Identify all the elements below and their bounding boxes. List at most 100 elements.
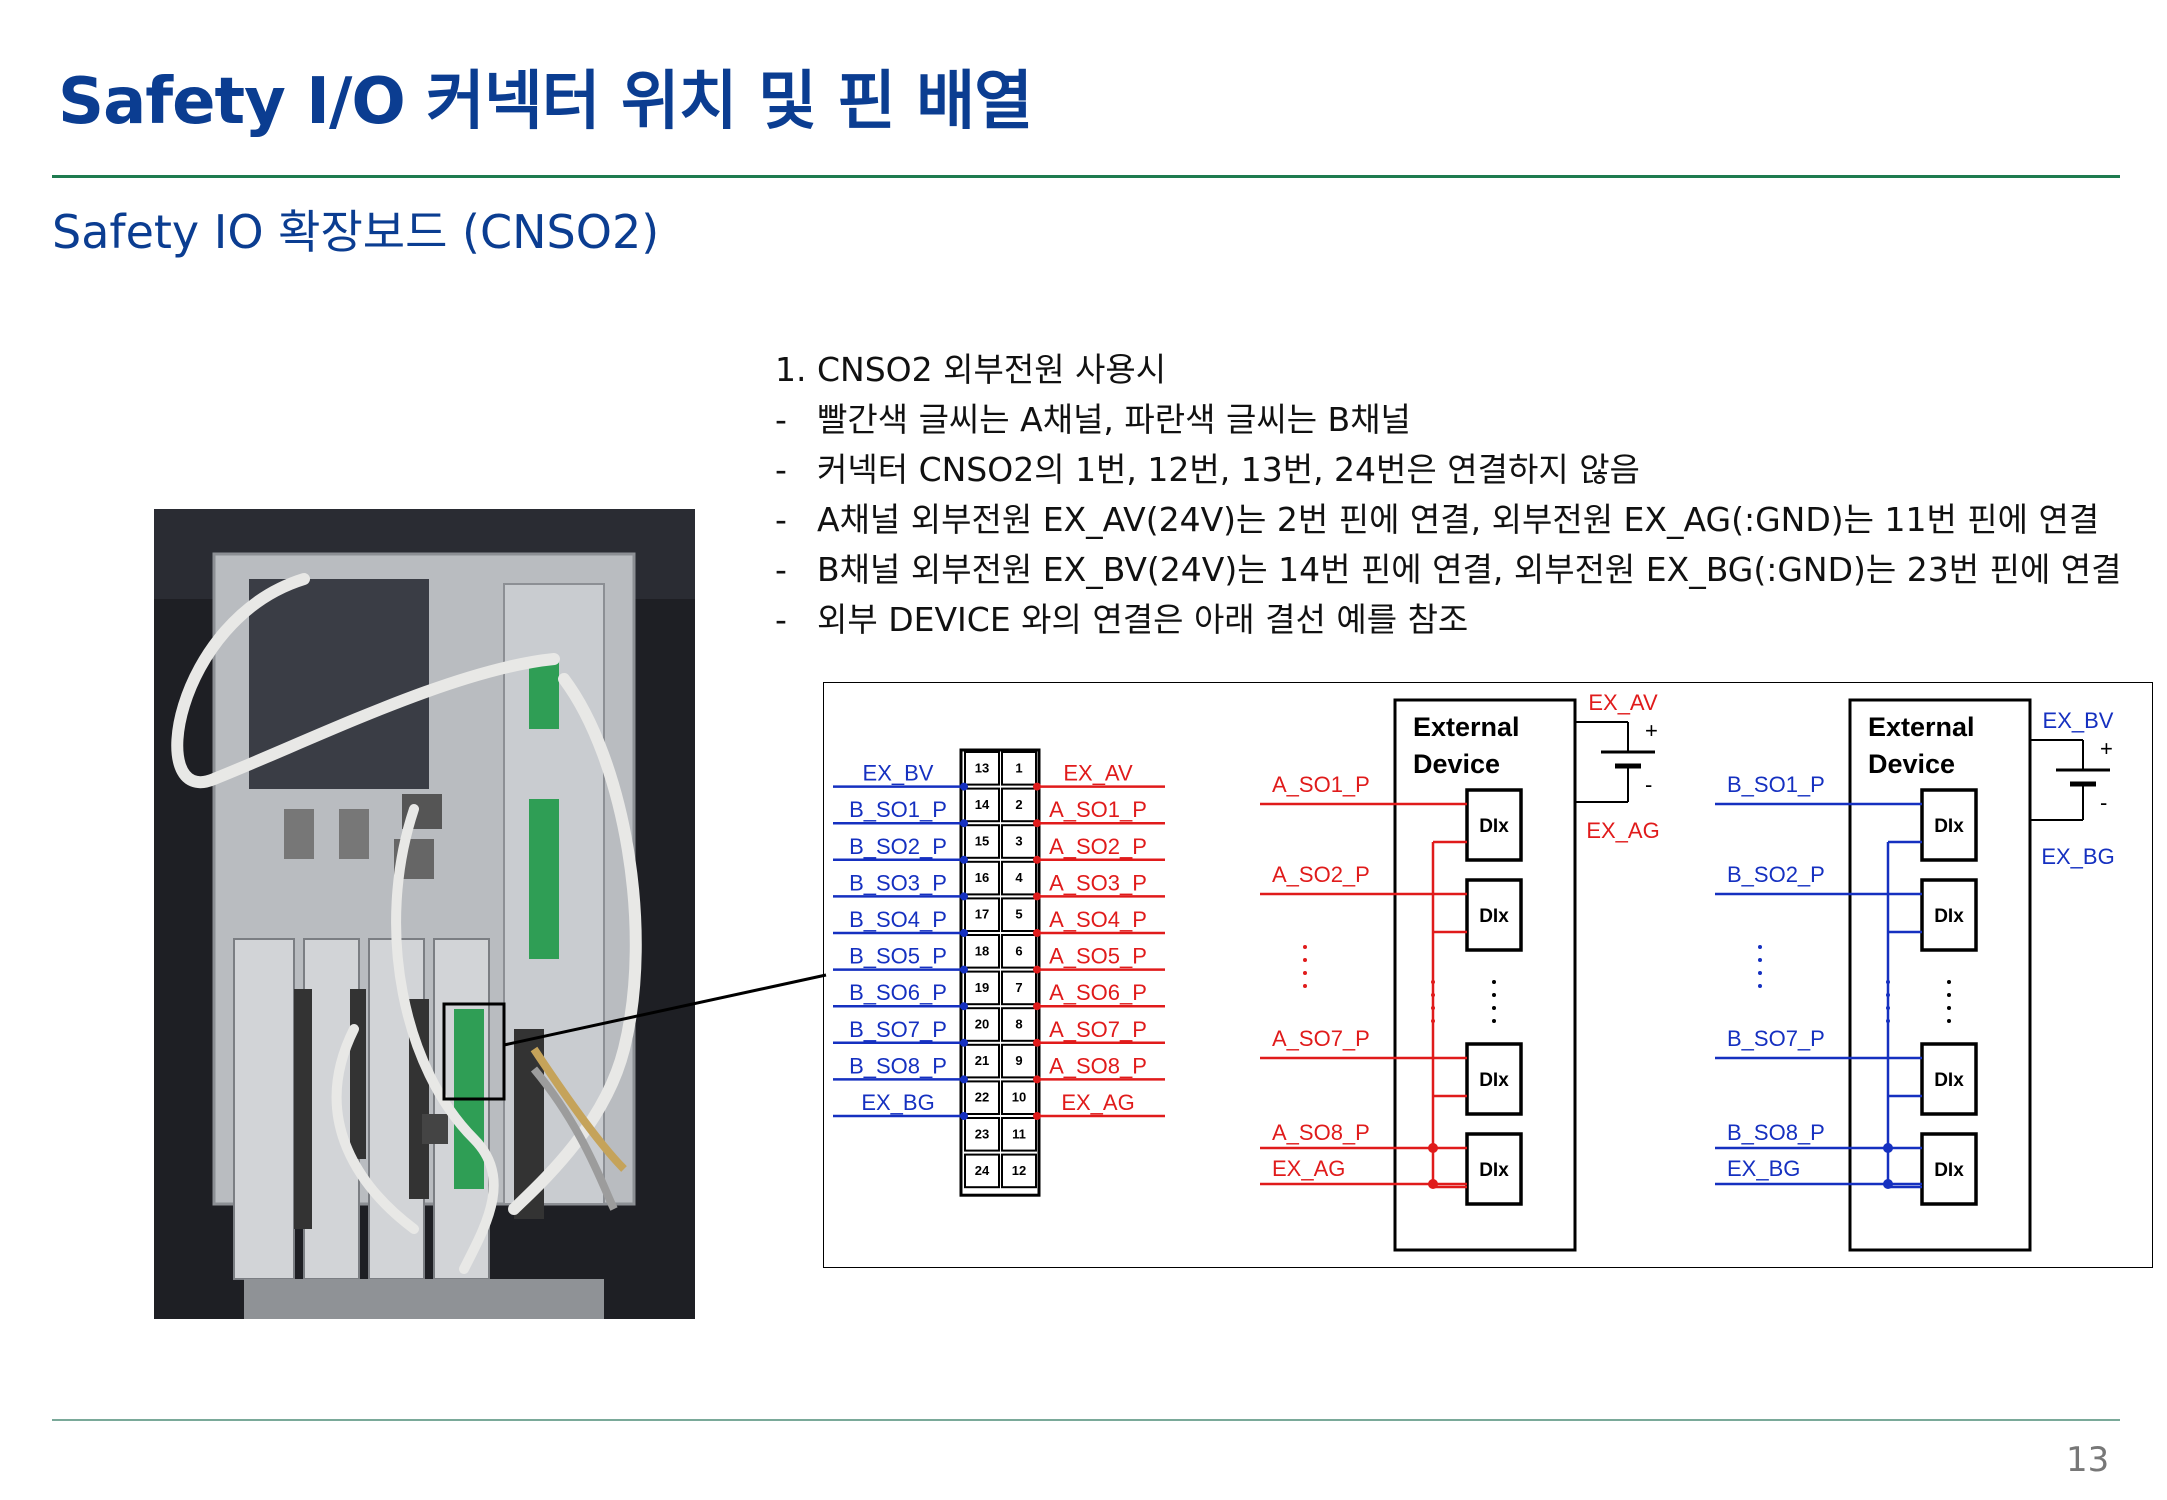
dix-label: DIx [1479,816,1509,837]
note-line-2: -커넥터 CNSO2의 1번, 12번, 13번, 24번은 연결하지 않음 [775,450,1640,489]
pin-label-b: EX_BV [863,761,934,786]
pin-number: 6 [1015,943,1022,958]
ellipsis-dot [1886,993,1890,997]
pin-cell-left [964,787,1000,823]
supply-v-label: EX_BV [2043,708,2114,733]
pin-cell-right [1001,1080,1037,1115]
pin-number: 16 [975,870,989,885]
supply-v-label: EX_AV [1588,690,1658,715]
junction-dot [1883,1179,1893,1189]
dix-label: DIx [1934,1070,1964,1091]
connector-highlight-box [442,1002,506,1101]
pin-number: 17 [975,907,989,922]
pin-label-b: B_SO7_P [849,1017,947,1042]
ellipsis-dot [1303,958,1307,962]
pin-number: 9 [1015,1053,1022,1068]
pin-dot-a [1033,782,1041,791]
note-text-1: 빨간색 글씨는 A채널, 파란색 글씨는 B채널 [817,400,1411,439]
dix-block [1465,1132,1523,1206]
pin-cell-left [964,1153,1000,1189]
pin-label-a: A_SO4_P [1049,907,1147,932]
ellipsis-dot [1886,1006,1890,1010]
ellipsis-dot [1886,1019,1890,1023]
ellipsis-dot [1758,945,1762,949]
note-line-1: -빨간색 글씨는 A채널, 파란색 글씨는 B채널 [775,400,1411,439]
pin-number: 19 [975,980,989,995]
pin-label-a: A_SO3_P [1049,870,1147,895]
junction-dot [1428,1143,1438,1153]
pin-label-a: A_SO5_P [1049,944,1147,969]
section-subtitle: Safety IO 확장보드 (CNSO2) [52,205,660,259]
dix-block [1920,878,1978,952]
pin-label-b: B_SO1_P [849,797,947,822]
device-title-line1: External [1868,712,1975,742]
pin-dot-b [960,855,968,864]
pin-dot-a [1033,892,1041,901]
pin-label-a: A_SO2_P [1049,834,1147,859]
ellipsis-dot [1947,980,1951,984]
pin-dot-a [1033,965,1041,974]
page-title: Safety I/O 커넥터 위치 및 핀 배열 [58,65,1033,139]
pin-cell-left [964,1043,1000,1079]
pin-label-b: B_SO8_P [849,1053,947,1078]
pin-dot-b [960,892,968,901]
battery-minus: - [1645,772,1652,797]
ellipsis-dot [1947,1019,1951,1023]
pin-dot-b [960,929,968,937]
pin-label-b: B_SO2_P [849,834,947,859]
gnd-label: EX_AG [1272,1156,1345,1181]
pin-label-b: EX_BG [861,1090,934,1115]
ellipsis-dot [1758,958,1762,962]
ellipsis-dot [1947,1006,1951,1010]
pin-dot-b [960,1075,968,1084]
ellipsis-dot [1431,1019,1435,1023]
gnd-label: EX_BG [1727,1156,1800,1181]
pin-number: 18 [975,943,989,958]
supply-g-label: EX_BG [2041,844,2114,869]
pin-cell-left [964,824,1000,859]
ellipsis-dot [1492,980,1496,984]
pin-dot-b [960,1002,968,1011]
battery-plus: + [2100,736,2113,761]
dix-label: DIx [1934,816,1964,837]
pin-cell-left [964,970,1000,1006]
pin-cell-right [1001,860,1037,896]
device-title-line2: Device [1868,749,1955,779]
ellipsis-dot [1947,993,1951,997]
pin-cell-left [964,860,1000,896]
note-line-3: -A채널 외부전원 EX_AV(24V)는 2번 핀에 연결, 외부전원 EX_… [775,500,2100,539]
dix-label: DIx [1479,1160,1509,1181]
pin-dot-a [1033,1075,1041,1084]
pin-dot-a [1033,1112,1041,1120]
dix-label: DIx [1479,906,1509,927]
pin-number: 14 [975,797,990,812]
device-title-line1: External [1413,712,1520,742]
pin-cell-left [964,897,1000,932]
pin-label-a: A_SO7_P [1049,1017,1147,1042]
ellipsis-dot [1492,1006,1496,1010]
pin-number: 8 [1015,1017,1022,1032]
pin-label-b: B_SO6_P [849,980,947,1005]
pin-dot-b [960,1038,968,1047]
pin-dot-b [960,782,968,791]
ellipsis-dot [1886,980,1890,984]
pin-cell-right [1001,1043,1037,1079]
notes-block: 1. CNSO2 외부전원 사용시 -빨간색 글씨는 A채널, 파란색 글씨는 … [775,345,2122,645]
dix-label: DIx [1934,906,1964,927]
junction-dot [1428,1179,1438,1189]
pin-label-a: A_SO6_P [1049,980,1147,1005]
dix-label: DIx [1934,1160,1964,1181]
device-title-line2: Device [1413,749,1500,779]
battery-plus: + [1645,718,1658,743]
dix-block [1465,1042,1523,1116]
pin-cell-left [964,934,1000,969]
pin-number: 10 [1012,1090,1026,1105]
input-label: A_SO7_P [1272,1026,1370,1051]
pin-cell-left [964,1080,1000,1115]
pin-label-b: B_SO5_P [849,944,947,969]
input-label: B_SO8_P [1727,1120,1825,1145]
footer-divider [52,1419,2120,1421]
junction-dot [1883,1143,1893,1153]
title-divider [52,175,2120,178]
pin-number: 7 [1015,980,1022,995]
